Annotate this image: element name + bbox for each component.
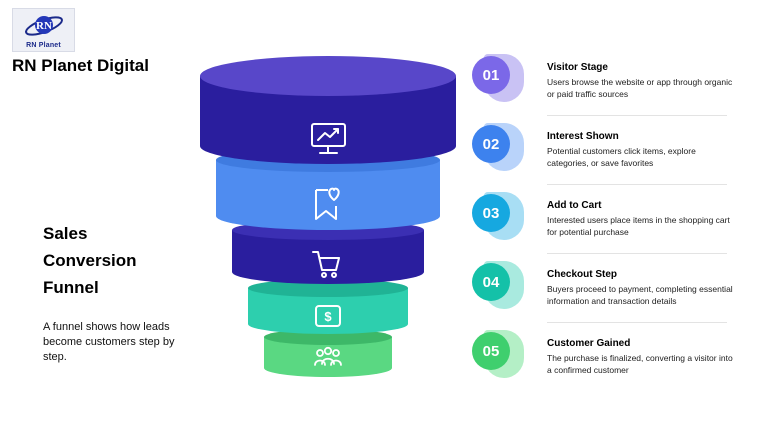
step-divider — [547, 184, 727, 185]
step-2-badge: 02 — [472, 123, 526, 175]
step-1-title: Visitor Stage — [547, 62, 608, 73]
step-3-badge: 03 — [472, 192, 526, 244]
step-1-badge: 01 — [472, 54, 526, 106]
step-4: 04 Checkout Step Buyers proceed to payme… — [472, 259, 733, 327]
funnel-level-1 — [200, 56, 456, 164]
step-2-number: 02 — [472, 125, 510, 163]
step-1-number: 01 — [472, 56, 510, 94]
planet-logo-icon: RN — [25, 16, 63, 36]
funnel-level-4 — [248, 279, 408, 334]
monitor-chart-icon — [311, 123, 346, 154]
step-3-body: Interested users place items in the shop… — [547, 215, 730, 237]
step-3-title: Add to Cart — [547, 200, 602, 211]
dollar-icon: $ — [315, 305, 341, 327]
step-5-body: The purchase is finalized, converting a … — [547, 353, 733, 375]
step-2-title: Interest Shown — [547, 131, 619, 142]
step-5-title: Customer Gained — [547, 338, 631, 349]
step-1-body: Users browse the website or app through … — [547, 77, 733, 99]
logo-text: RN Planet — [26, 42, 61, 49]
funnel-description: A funnel shows how leads become customer… — [43, 321, 175, 363]
step-divider — [547, 322, 727, 323]
step-2: 02 Interest Shown Potential customers cl… — [472, 121, 732, 189]
funnel-title: Sales Conversion Funnel — [43, 224, 137, 297]
step-4-body: Buyers proceed to payment, completing es… — [547, 284, 733, 306]
step-divider — [547, 115, 727, 116]
step-4-number: 04 — [472, 263, 510, 301]
svg-text:$: $ — [324, 309, 332, 324]
step-5: 05 Customer Gained The purchase is final… — [472, 328, 733, 396]
step-4-title: Checkout Step — [547, 269, 618, 280]
bookmark-heart-icon — [315, 187, 340, 220]
brand-logo: RN RN Planet — [12, 8, 75, 52]
step-divider — [547, 253, 727, 254]
svg-text:RN: RN — [36, 20, 52, 32]
step-5-badge: 05 — [472, 330, 526, 382]
step-4-badge: 04 — [472, 261, 526, 313]
step-3-number: 03 — [472, 194, 510, 232]
people-icon — [314, 346, 342, 366]
step-5-number: 05 — [472, 332, 510, 370]
shopping-cart-icon — [312, 251, 340, 278]
step-2-body: Potential customers click items, explore… — [547, 146, 696, 168]
step-1: 01 Visitor Stage Users browse the websit… — [472, 52, 732, 120]
step-3: 03 Add to Cart Interested users place it… — [472, 190, 732, 258]
funnel-level-5 — [264, 329, 392, 377]
brand-name: RN Planet Digital — [12, 56, 149, 75]
